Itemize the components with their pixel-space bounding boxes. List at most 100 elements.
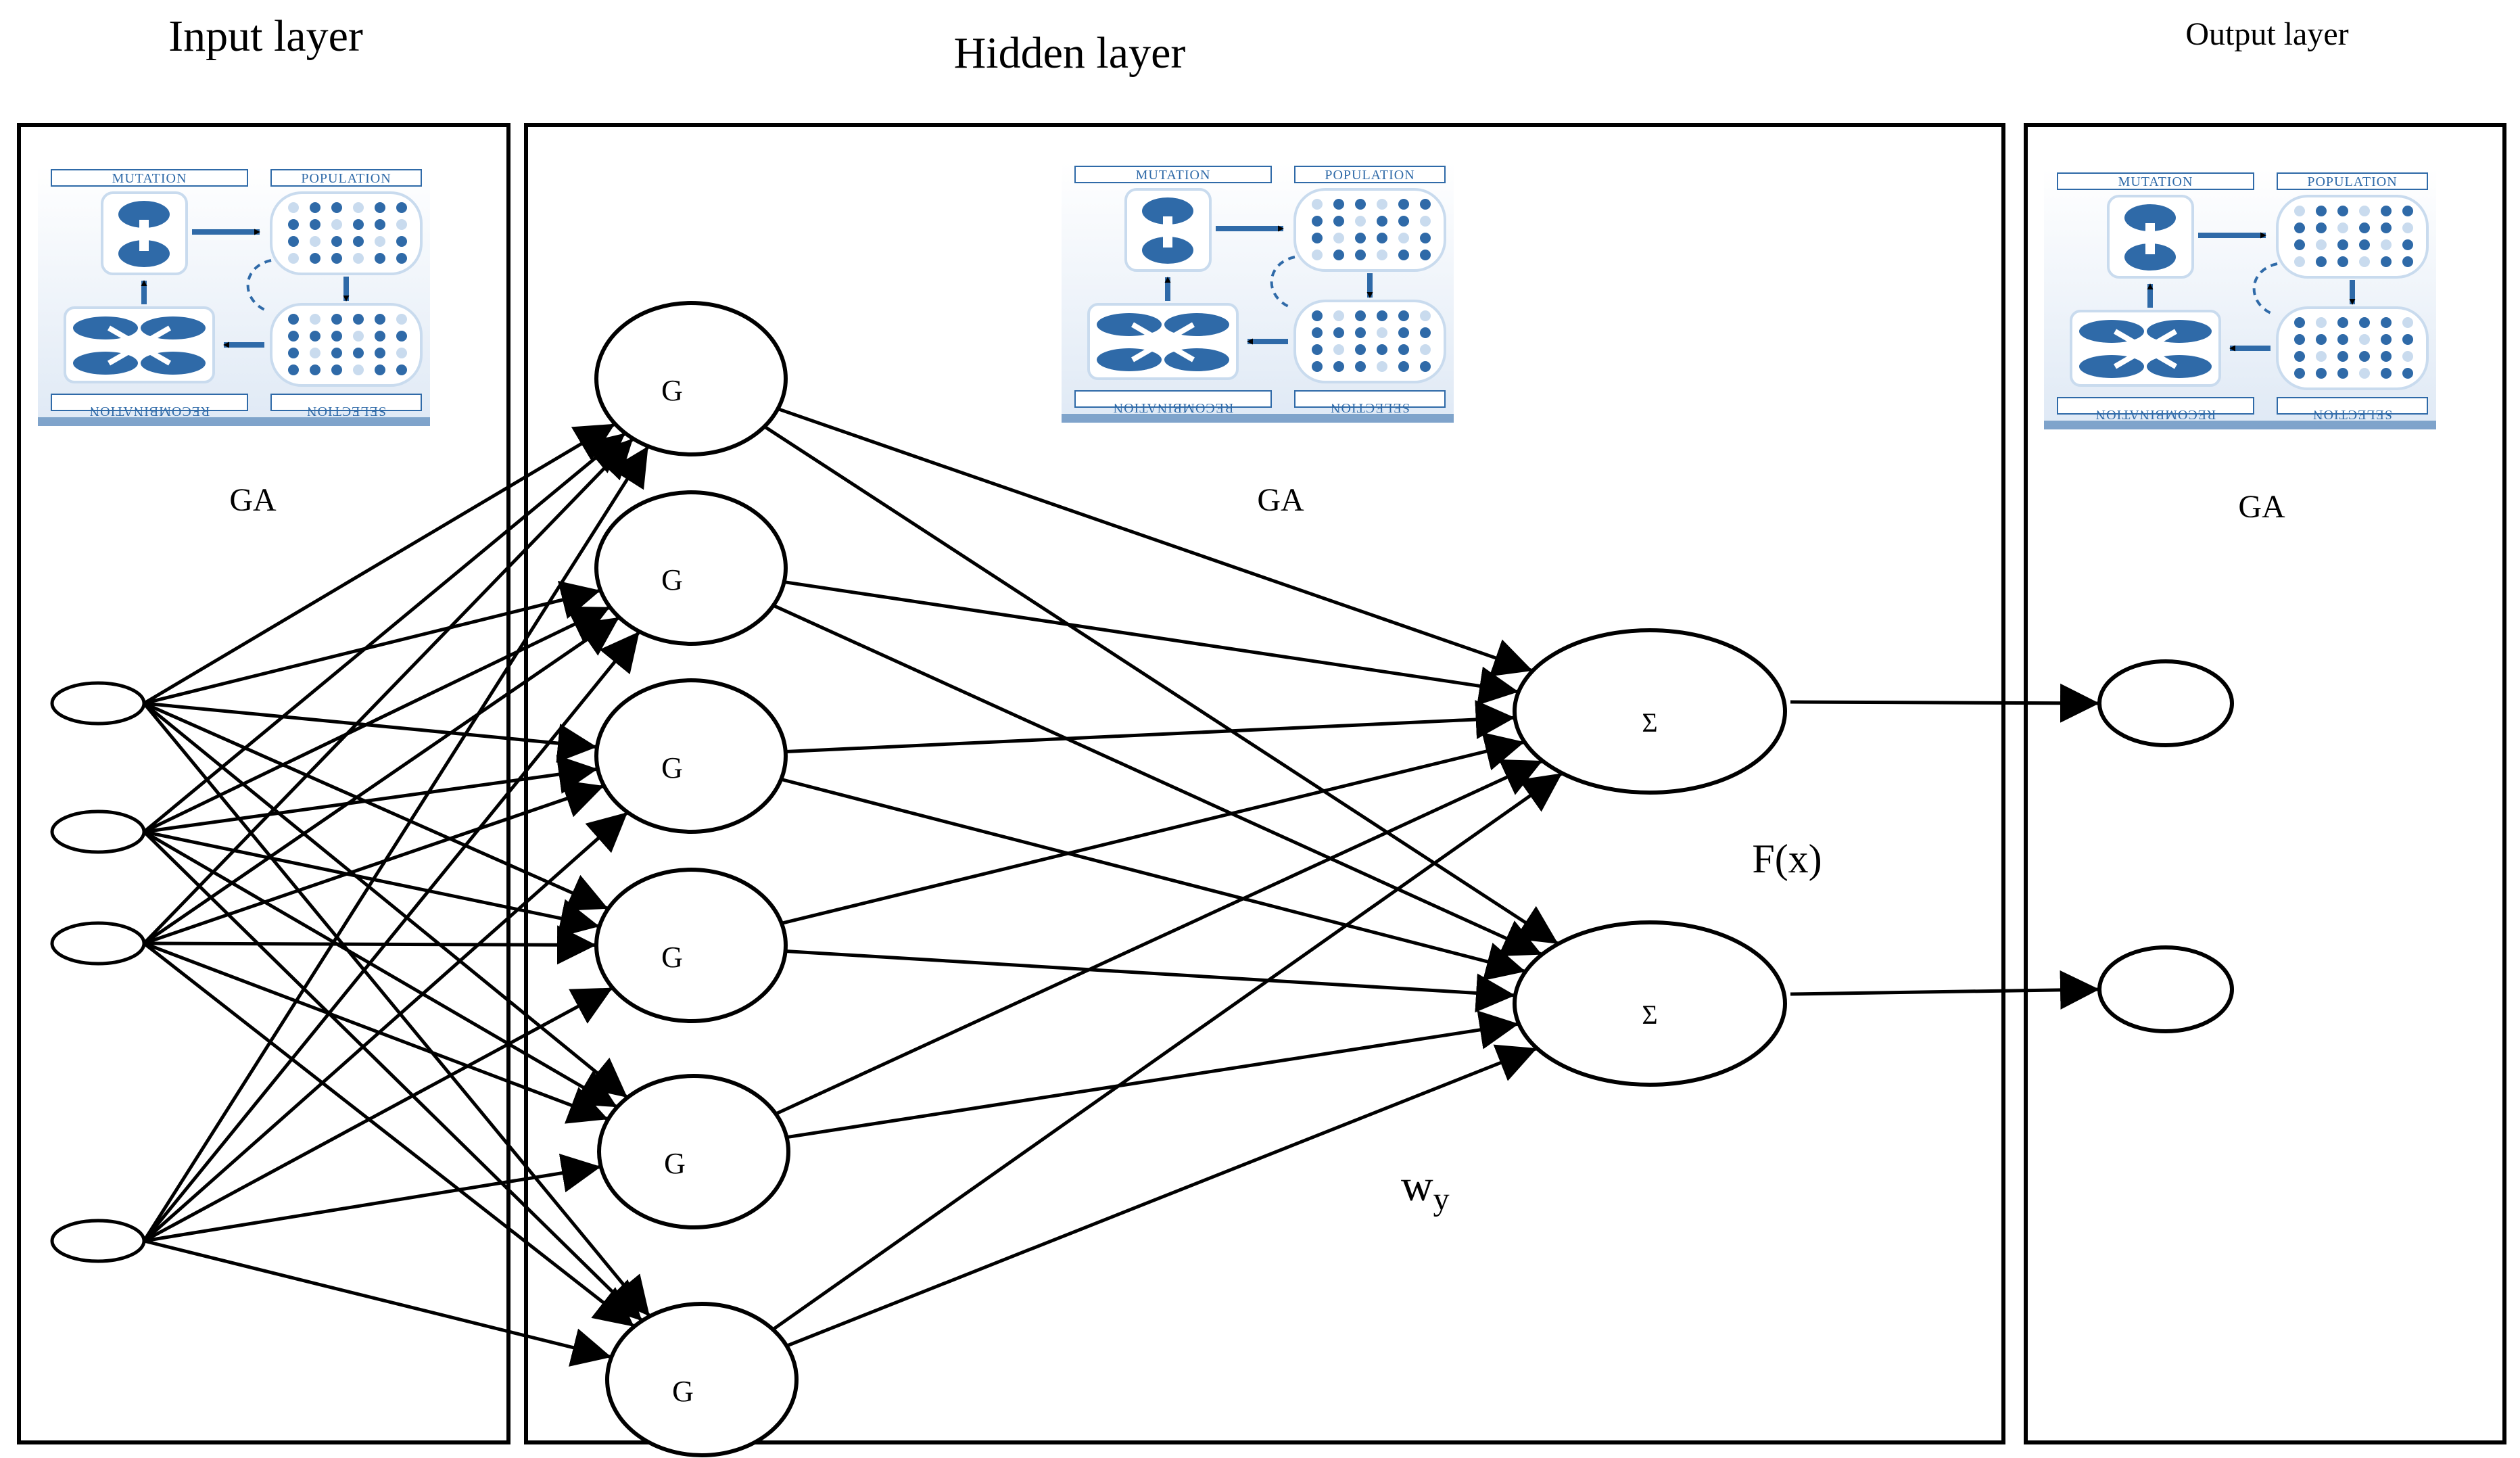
hidden-node-label: G xyxy=(661,751,683,784)
ga-population-caption-box xyxy=(2277,172,2428,190)
input-node xyxy=(50,681,146,726)
ga-population-dot xyxy=(353,236,364,247)
hidden-sum-connections xyxy=(763,407,1563,1348)
ga-population-dot xyxy=(353,253,364,264)
input-hidden-edge xyxy=(143,941,609,1124)
ga-population-dot xyxy=(1420,199,1431,210)
ga-recombination-chromosome-icon xyxy=(1097,313,1162,336)
ga-selection-caption: SELECTION xyxy=(2312,407,2392,422)
ga-population-dot xyxy=(1333,216,1344,227)
sum-output-edge xyxy=(1790,970,2100,1010)
hidden-sum-edge xyxy=(777,407,1534,677)
ga-crossover-line xyxy=(107,325,172,366)
ga-population-dot xyxy=(288,219,299,230)
ga-selection-dot xyxy=(331,314,342,325)
ga-population-dot xyxy=(1312,250,1323,260)
ga-selection-dot xyxy=(2402,334,2413,345)
input-hidden-edge xyxy=(143,615,621,945)
ga-mutation-chromosome-icon xyxy=(2124,243,2176,271)
hidden-node-label: G xyxy=(661,374,683,407)
sum-node-label: Σ xyxy=(1642,1000,1657,1030)
ga-mutation-caption-box xyxy=(51,169,248,187)
hidden-sum-edge xyxy=(763,425,1559,945)
input-hidden-edge xyxy=(143,701,598,763)
ga-selection-dot xyxy=(2294,368,2305,379)
ga-population-caption-box xyxy=(270,169,422,187)
ga-mutation-caption: MUTATION xyxy=(1136,168,1211,183)
ga-recombination-chromosome-icon xyxy=(73,316,138,339)
ga-selection-caption-box xyxy=(270,394,422,411)
weight-label: wy xyxy=(1401,1161,1450,1217)
hidden-sum-edge xyxy=(780,777,1526,981)
ga-population-dot xyxy=(1333,250,1344,260)
ga-recombination-chromosome-icon xyxy=(1164,348,1229,371)
ga-selection-dot xyxy=(2381,368,2392,379)
ga-recombination-chromosome-icon xyxy=(1097,348,1162,371)
ga-population-dot xyxy=(1312,233,1323,243)
ga-selection-dot xyxy=(2381,334,2392,345)
ga-mutation-chromosome-icon xyxy=(2124,204,2176,231)
hidden-node-label: G xyxy=(672,1375,694,1408)
input-node xyxy=(50,1219,146,1263)
ga-population-dot xyxy=(310,253,320,264)
ga-population-caption: POPULATION xyxy=(1325,168,1414,183)
ga-selection-dot xyxy=(1333,344,1344,355)
ga-population-dot xyxy=(310,219,320,230)
ga-population-dot xyxy=(375,202,385,213)
hidden-sum-edge xyxy=(786,1010,1519,1139)
ga-recombination-caption-box xyxy=(2057,397,2254,415)
ga-selection-dot xyxy=(2359,368,2370,379)
hidden-node-label: G xyxy=(661,563,683,596)
ga-recombination-chromosome-icon xyxy=(141,316,206,339)
ga-recombination-chromosome-icon xyxy=(2079,320,2144,343)
ga-population-caption-box xyxy=(1294,166,1446,183)
ga-population-dot xyxy=(2381,206,2392,216)
hidden-node xyxy=(594,868,788,1023)
sum-nodes: ΣΣ xyxy=(1513,628,1787,1087)
ga-selection-dot xyxy=(2316,368,2327,379)
ga-icon-shadow-bar xyxy=(2044,421,2436,429)
ga-crossover-line xyxy=(2113,329,2178,369)
ga-selection-dot xyxy=(2337,368,2348,379)
ga-recombination-caption: RECOMBINATION xyxy=(89,404,210,419)
ga-population-dot xyxy=(2381,222,2392,233)
hidden-sum-edge xyxy=(772,604,1543,956)
ga-population-dot xyxy=(396,236,407,247)
ga-selection-dot xyxy=(1312,344,1323,355)
sum-node-label: Σ xyxy=(1642,707,1657,738)
ga-selection-dot xyxy=(288,348,299,358)
ga-selection-dot xyxy=(310,331,320,342)
input-hidden-edge xyxy=(143,925,597,965)
ga-recombination-chromosome-icon xyxy=(2079,355,2144,378)
ga-population-dot xyxy=(1377,233,1387,243)
output-nodes xyxy=(2097,659,2234,1033)
ga-selection-dot xyxy=(1420,361,1431,372)
ga-population-dot xyxy=(375,253,385,264)
sum-node xyxy=(1513,628,1787,795)
ga-population-dot xyxy=(288,236,299,247)
function-label: F(x) xyxy=(1752,837,1822,881)
ga-mutation-gap xyxy=(139,220,149,251)
ga-population-dot xyxy=(1312,216,1323,227)
ga-selection-dot xyxy=(1355,344,1366,355)
ga-recombination-chromosome-icon xyxy=(1164,313,1229,336)
ga-population-dot xyxy=(2294,206,2305,216)
ga-population-dot xyxy=(1377,250,1387,260)
ga-recombination-chromosome-icon xyxy=(2147,355,2212,378)
ga-dashed-link xyxy=(246,259,272,312)
ga-population-dot xyxy=(1355,199,1366,210)
hidden-sum-edge xyxy=(771,772,1563,1332)
ga-recombination-chromosome-icon xyxy=(2147,320,2212,343)
ga-population-dot xyxy=(1333,199,1344,210)
ga-population-dot xyxy=(1377,216,1387,227)
ga-selection-dot xyxy=(288,314,299,325)
ga-dashed-link xyxy=(2252,262,2278,316)
ga-recombination-chromosome-icon xyxy=(73,352,138,375)
ga-population-dot xyxy=(2359,239,2370,250)
ga-selection-dot xyxy=(2359,334,2370,345)
hidden-sum-edge xyxy=(775,759,1544,1116)
ga-selection-dot xyxy=(375,331,385,342)
ga-selection-dot xyxy=(288,364,299,375)
input-layer-title: Input layer xyxy=(168,11,363,61)
